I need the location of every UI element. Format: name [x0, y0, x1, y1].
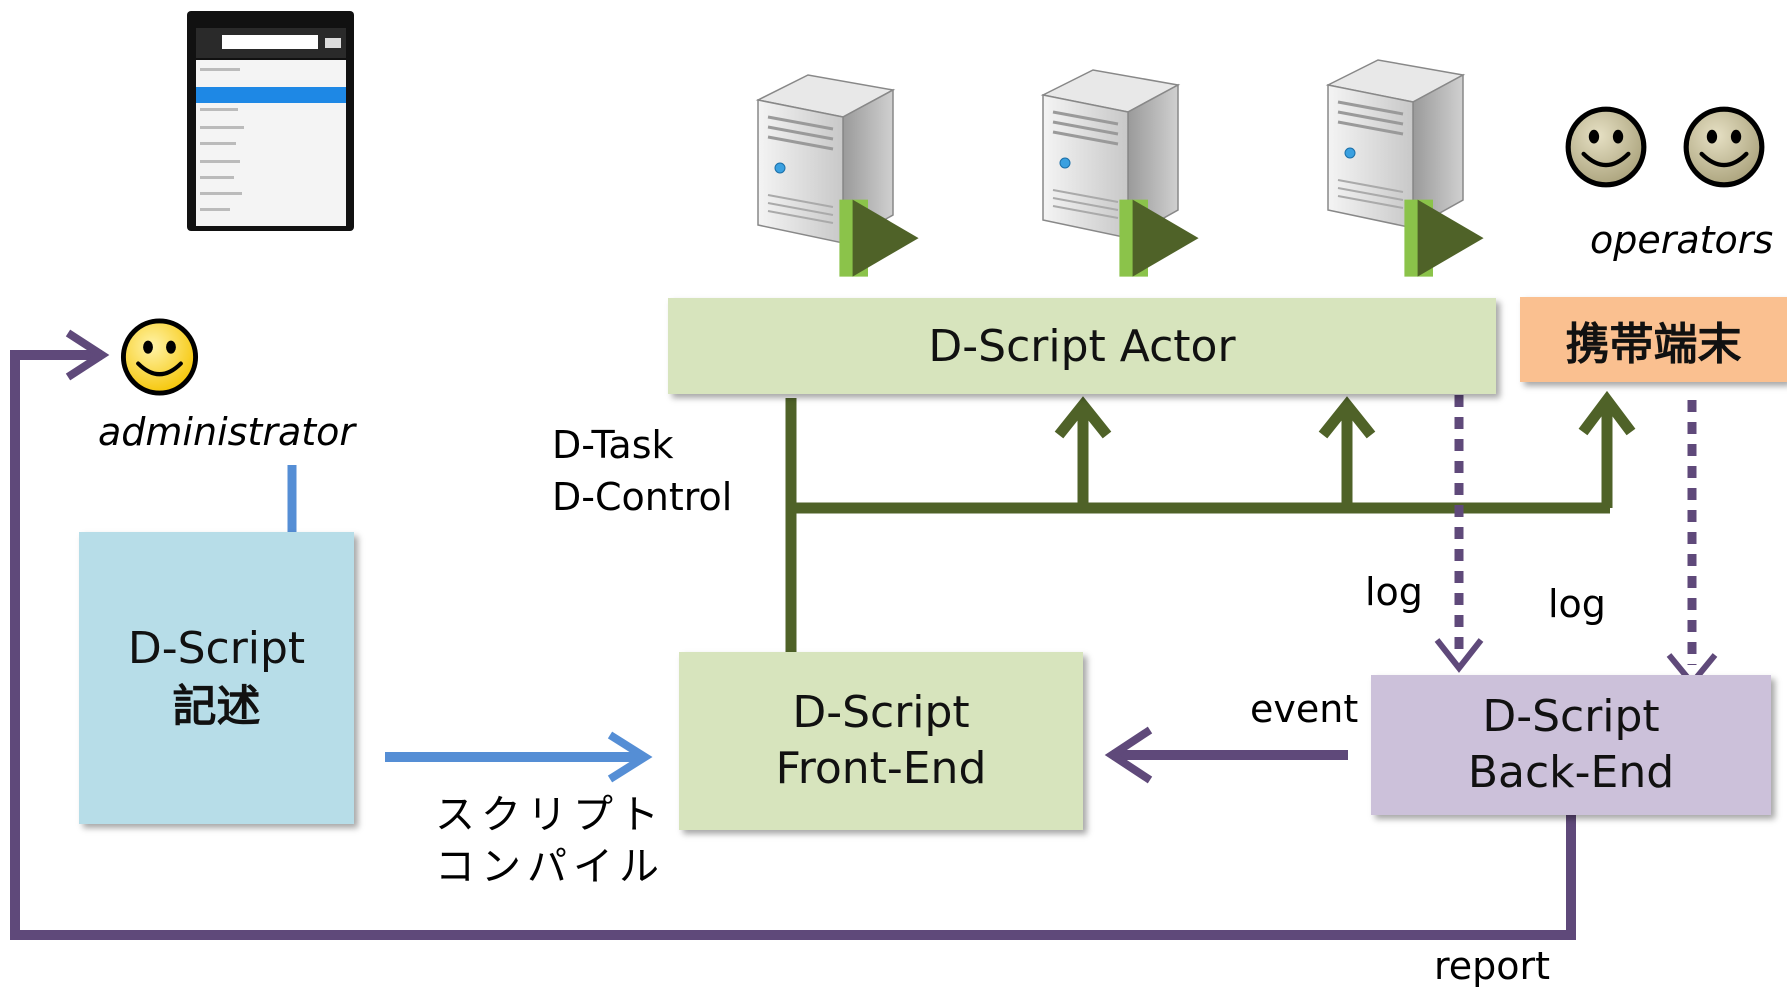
frontend-box-line2: Front-End: [775, 743, 987, 794]
administrator-smiley-face-icon: [123, 321, 195, 393]
dtask-label: D-Task: [552, 423, 674, 467]
actor-label: D-Script Actor: [928, 320, 1236, 372]
backend-box: D-Script Back-End: [1371, 675, 1771, 815]
backend-box-line1: D-Script: [1482, 691, 1660, 742]
script-box: D-Script 記述: [79, 532, 354, 824]
script-box-line1: D-Script: [127, 623, 306, 674]
backend-box-line2: Back-End: [1467, 747, 1675, 798]
administrator-label: administrator: [98, 410, 356, 454]
operators-label: operators: [1590, 218, 1774, 262]
dcontrol-label: D-Control: [552, 475, 733, 519]
frontend-box: D-Script Front-End: [679, 652, 1083, 830]
compile-label-line1: スクリプト: [435, 792, 665, 838]
mobile-box: 携帯端末: [1520, 297, 1787, 382]
report-loop-arrow: [10, 329, 1576, 940]
server-icon: [1326, 58, 1465, 230]
script-box-line2: 記述: [172, 681, 261, 732]
report-label: report: [1434, 944, 1551, 988]
compile-arrow: [385, 731, 653, 783]
log-arrows: [1434, 395, 1718, 688]
server-icon: [1041, 68, 1180, 240]
compile-label-line2: コンパイル: [435, 844, 665, 890]
mobile-label: 携帯端末: [1565, 318, 1742, 370]
event-label: event: [1250, 687, 1359, 731]
operator-smiley-face-icon: [1686, 109, 1762, 185]
log-left-label: log: [1365, 570, 1423, 614]
event-arrow: [1104, 726, 1348, 784]
tablet-screenshot-icon: [187, 11, 354, 231]
actor-box: D-Script Actor: [668, 298, 1496, 394]
log-right-label: log: [1548, 582, 1606, 626]
frontend-box-line1: D-Script: [792, 687, 970, 738]
operator-smiley-face-icon: [1568, 109, 1644, 185]
dtask-arrows: [785, 390, 1636, 655]
